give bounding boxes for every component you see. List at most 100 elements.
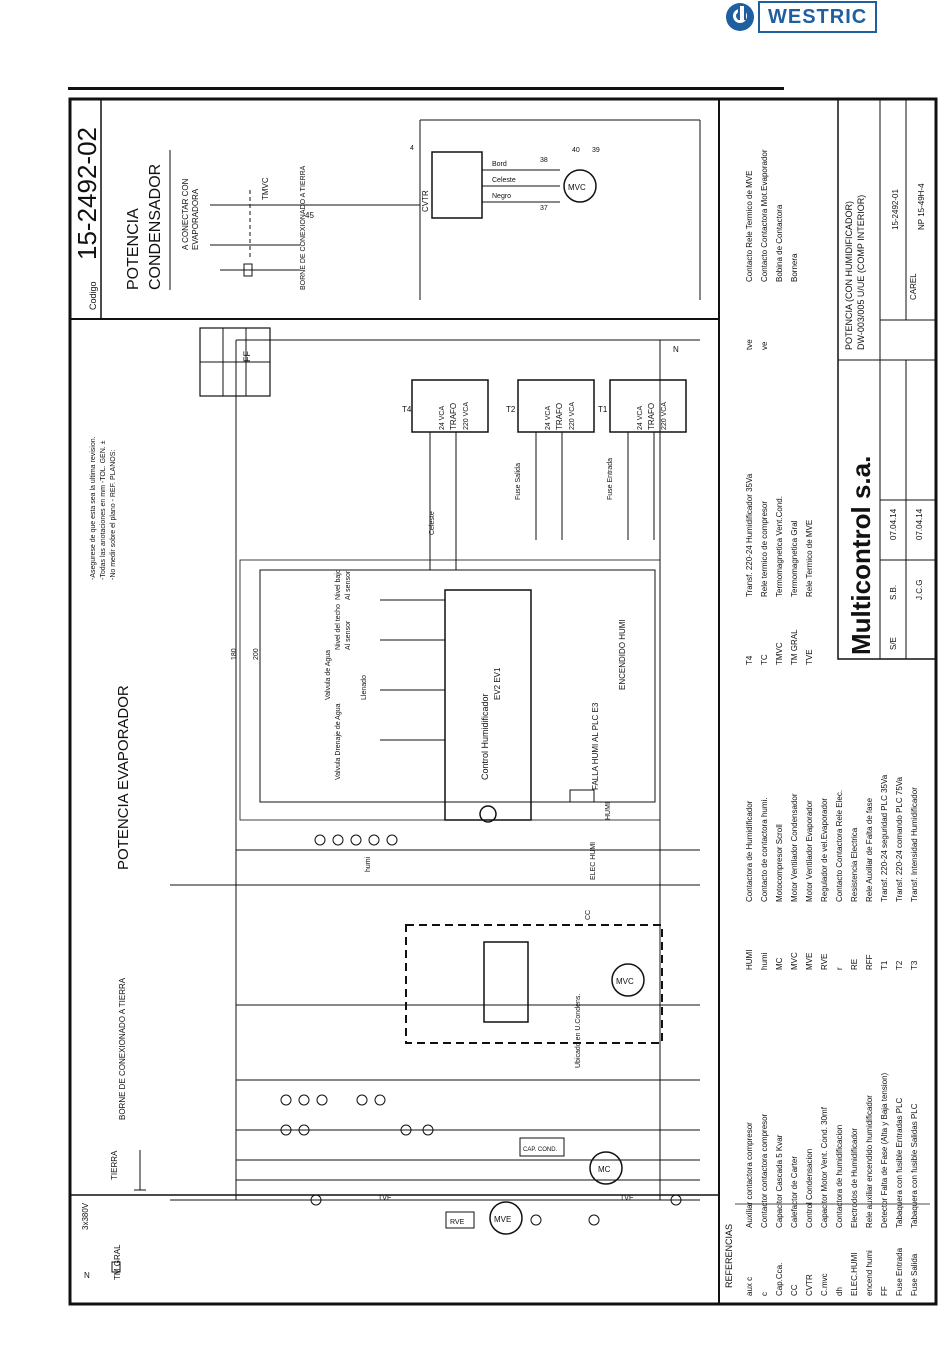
transformer-t1 [609, 379, 687, 433]
header-rule [68, 87, 784, 90]
reference-code: FF [880, 1286, 889, 1296]
connect-note-2: EVAPORADORA [191, 188, 200, 250]
reference-code: RVE [820, 954, 829, 970]
reference-entry: Bobina de Contactora [775, 204, 784, 282]
reference-code: humi [760, 952, 769, 970]
neutral-label: N [84, 1271, 90, 1280]
reference-code: MC [775, 957, 784, 970]
sensor-label-1: Al sensor [345, 570, 352, 600]
humi-contact-label: humi [365, 856, 372, 872]
client-name: CAREL [909, 273, 918, 300]
reference-code: T4 [745, 655, 754, 665]
reference-code: dh [835, 1287, 844, 1296]
cond-wire-37: 37 [540, 205, 548, 212]
mc-label: MC [598, 1165, 611, 1174]
reference-description: Electrodos de Humidificador [850, 1128, 859, 1228]
cond-negro: Negro [492, 193, 511, 200]
reference-code: TVE [805, 649, 814, 665]
reference-description: Contacto Contactora Rele Elec. [835, 790, 844, 902]
reference-entry: MC Motocompresor Scroll [775, 824, 784, 970]
compressor-motor [589, 1151, 623, 1185]
drawing-subtitle: DW-003/005 U/UE (COMP INTERIOR) [856, 195, 866, 350]
date-1: 07.04.14 [889, 508, 898, 540]
fuse-entrada: Fuse Entrada [607, 458, 614, 500]
condensador-title-2: CONDENSADOR [147, 164, 164, 290]
evap-borne-label: BORNE DE CONEXIONADO A TIERRA [118, 977, 127, 1120]
westric-logo: WESTRIC [726, 0, 912, 34]
condensador-borne-label: BORNE DE CONEXIONADO A TIERRA [300, 165, 307, 290]
company-name: Multicontrol s.a. [846, 456, 876, 655]
note-2: -Todas las anotaciones en mm -TOL. GEN. … [100, 440, 107, 580]
reference-code: encend humi [865, 1250, 874, 1296]
reference-description: Transf. Intensidad Humidificador [910, 787, 919, 902]
t3-current-transformer [479, 805, 497, 823]
cond-mvc-label: MVC [568, 183, 586, 192]
falla-humi: FALLA HUMI AL PLC E3 [591, 702, 600, 790]
reference-code: MVE [805, 953, 814, 970]
tmvc-label: TMVC [261, 177, 270, 200]
wire-180: 180 [231, 648, 238, 660]
evaporator-fan-motor [489, 1201, 523, 1235]
fuse-salida: Fuse Salida [515, 463, 522, 500]
reference-description: Contacto Contactora Mot.Evaporador [760, 149, 769, 282]
reference-entry: aux c Auxiliar contactora compresor [745, 1122, 754, 1296]
reference-code: tve [745, 339, 754, 350]
cond-celeste: Celeste [492, 177, 516, 184]
reference-code: aux c [745, 1277, 754, 1296]
reference-description: Motor Ventilador Evaporador [805, 800, 814, 902]
condenser-fan-motor [563, 169, 597, 203]
reference-description: Termomagnetica Vent.Cond. [775, 496, 784, 597]
celeste-wire: Celeste [429, 511, 436, 535]
terminal-circles [280, 834, 682, 1226]
elec-humi-label: ELEC HUMI [590, 842, 597, 880]
reference-code: TC [760, 654, 769, 665]
reference-code: RE [850, 959, 859, 970]
t1-id: T1 [598, 405, 608, 414]
reference-description: Contacto de contactora humi. [760, 797, 769, 902]
cap-label: CAP. COND. [523, 1147, 558, 1153]
valvula-drenaje-label: Valvula Drenaje de Agua [335, 703, 342, 780]
evaporador-title: POTENCIA EVAPORADOR [115, 685, 132, 870]
reference-code: c [760, 1292, 769, 1296]
reference-entry: Bornera [790, 253, 799, 282]
reference-description: Transf. 220-24 seguridad PLC 35Va [880, 774, 889, 902]
t2-label: TRAFO [555, 403, 564, 430]
supply-label: 3x380V [81, 1202, 90, 1230]
sensor-label-2: Al sensor [345, 620, 352, 650]
reference-description: Resistencia Electrica [850, 827, 859, 902]
reference-code: CC [790, 1284, 799, 1296]
reference-entry: humi Contacto de contactora humi. [760, 797, 769, 970]
reference-code: RFF [865, 954, 874, 970]
code-label: Codigo [88, 281, 98, 310]
reference-code: CVTR [805, 1274, 814, 1296]
t2-id: T2 [506, 405, 516, 414]
reference-description: Rele termico de compresor [760, 501, 769, 597]
reference-description: Contactor contactora compresor [760, 1113, 769, 1228]
reference-description: Motocompresor Scroll [775, 824, 784, 902]
tve-label-2: TVE [620, 1195, 634, 1202]
reference-description: Auxiliar contactora compresor [745, 1122, 754, 1228]
reference-code: ve [760, 341, 769, 350]
wire-200: 200 [253, 648, 260, 660]
valvula-agua-label: Valvula de Agua [325, 650, 332, 700]
cond-wire-40: 40 [572, 147, 580, 154]
t1-in: 220 VCA [661, 402, 668, 430]
reference-description: Rele Auxiliar de Falta de fase [865, 797, 874, 902]
reference-description: Capacitor Cascada 5 Kvar [775, 1134, 784, 1228]
cond-wire-38: 38 [540, 157, 548, 164]
reference-code: T2 [895, 960, 904, 970]
ff-label: FF [242, 351, 252, 362]
